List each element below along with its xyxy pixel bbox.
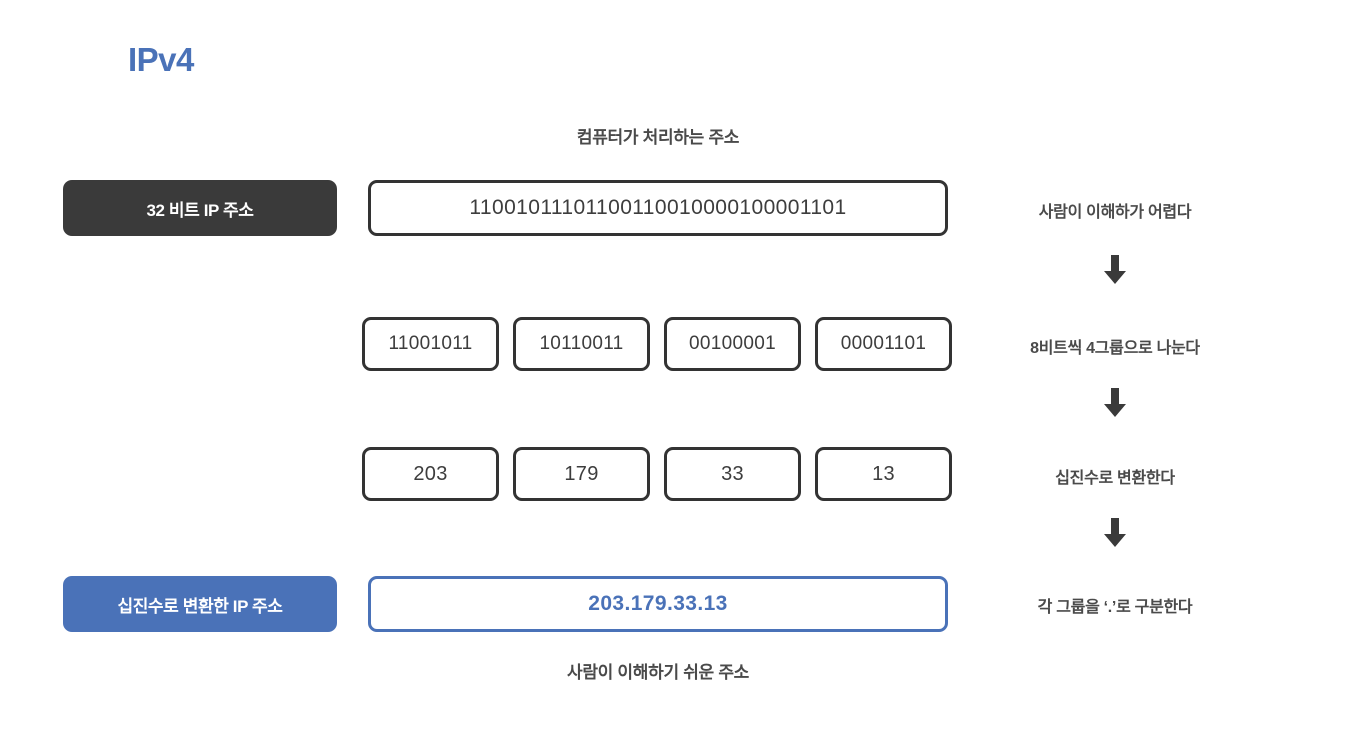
decimal-row: 203 179 33 13 <box>362 447 952 501</box>
octet-cell: 10110011 <box>513 317 650 371</box>
note-convert-to-decimal: 십진수로 변환한다 <box>1055 470 1175 487</box>
decimal-cell: 33 <box>664 447 801 501</box>
arrow-down-icon <box>965 255 1265 289</box>
octet-row: 11001011 10110011 00100001 00001101 <box>362 317 952 371</box>
octet-cell: 00001101 <box>815 317 952 371</box>
value-ip-decimal: 203.179.33.13 <box>368 576 948 632</box>
caption-human-readable-address: 사람이 이해하기 쉬운 주소 <box>566 663 749 682</box>
label-decimal-ip-address: 십진수로 변환한 IP 주소 <box>63 576 337 632</box>
note-split-into-four-groups: 8비트씩 4그룹으로 나눈다 <box>1030 340 1200 357</box>
arrow-down-icon <box>965 518 1265 552</box>
octet-cell: 00100001 <box>664 317 801 371</box>
note-separate-with-dot: 각 그룹을 ‘.’로 구분한다 <box>1037 599 1193 616</box>
caption-computer-address: 컴퓨터가 처리하는 주소 <box>576 128 740 147</box>
label-32bit-ip-address: 32 비트 IP 주소 <box>63 180 337 236</box>
decimal-cell: 203 <box>362 447 499 501</box>
decimal-cell: 179 <box>513 447 650 501</box>
octet-cell: 11001011 <box>362 317 499 371</box>
value-binary-full: 11001011101100110010000100001101 <box>368 180 948 236</box>
note-hard-to-understand: 사람이 이해하가 어렵다 <box>1038 204 1192 221</box>
decimal-cell: 13 <box>815 447 952 501</box>
arrow-down-icon <box>965 388 1265 422</box>
page-title: IPv4 <box>128 41 194 78</box>
